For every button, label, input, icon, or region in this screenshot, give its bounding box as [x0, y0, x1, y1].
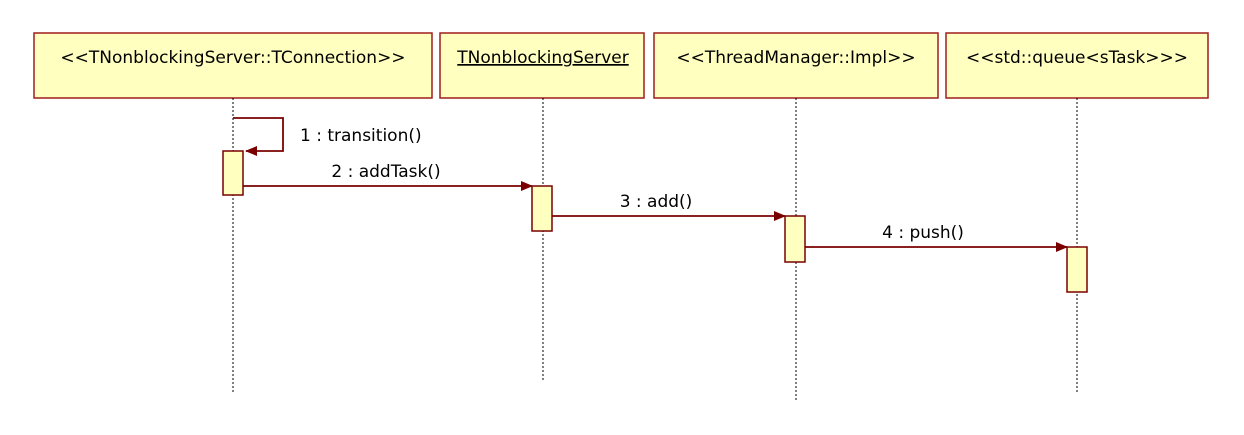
message-label-add: 3 : add() [620, 192, 693, 212]
activation-queue [1066, 246, 1088, 293]
message-label-addtask: 2 : addTask() [331, 162, 440, 182]
lifeline-box-tconnection[interactable] [33, 32, 433, 99]
message-push: 4 : push() [805, 223, 1068, 252]
activation-tnonblockingserver [531, 185, 553, 232]
message-arrow-transition [233, 117, 284, 156]
message-addtask: 2 : addTask() [243, 162, 533, 191]
message-label-transition: 1 : transition() [300, 126, 422, 146]
lifeline-tconnection: <<TNonblockingServer::TConnection>> [33, 32, 433, 392]
message-add: 3 : add() [552, 192, 786, 221]
lifeline-tnonblockingserver: TNonblockingServer [439, 32, 645, 380]
activation-threadmanager [784, 215, 806, 263]
lifeline-label-queue: <<std::queue<sTask>>> [966, 48, 1188, 68]
lifeline-box-threadmanager[interactable] [653, 32, 939, 99]
message-transition: 1 : transition() [233, 117, 422, 156]
lifeline-queue: <<std::queue<sTask>>> [945, 32, 1209, 392]
lifeline-label-threadmanager: <<ThreadManager::Impl>> [676, 48, 915, 68]
lifeline-label-tnonblockingserver: TNonblockingServer [456, 48, 628, 68]
message-label-push: 4 : push() [882, 223, 964, 243]
lifeline-label-tconnection: <<TNonblockingServer::TConnection>> [60, 48, 405, 68]
lifeline-box-tnonblockingserver[interactable] [439, 32, 645, 99]
activation-tconnection [222, 150, 244, 196]
lifeline-threadmanager: <<ThreadManager::Impl>> [653, 32, 939, 400]
